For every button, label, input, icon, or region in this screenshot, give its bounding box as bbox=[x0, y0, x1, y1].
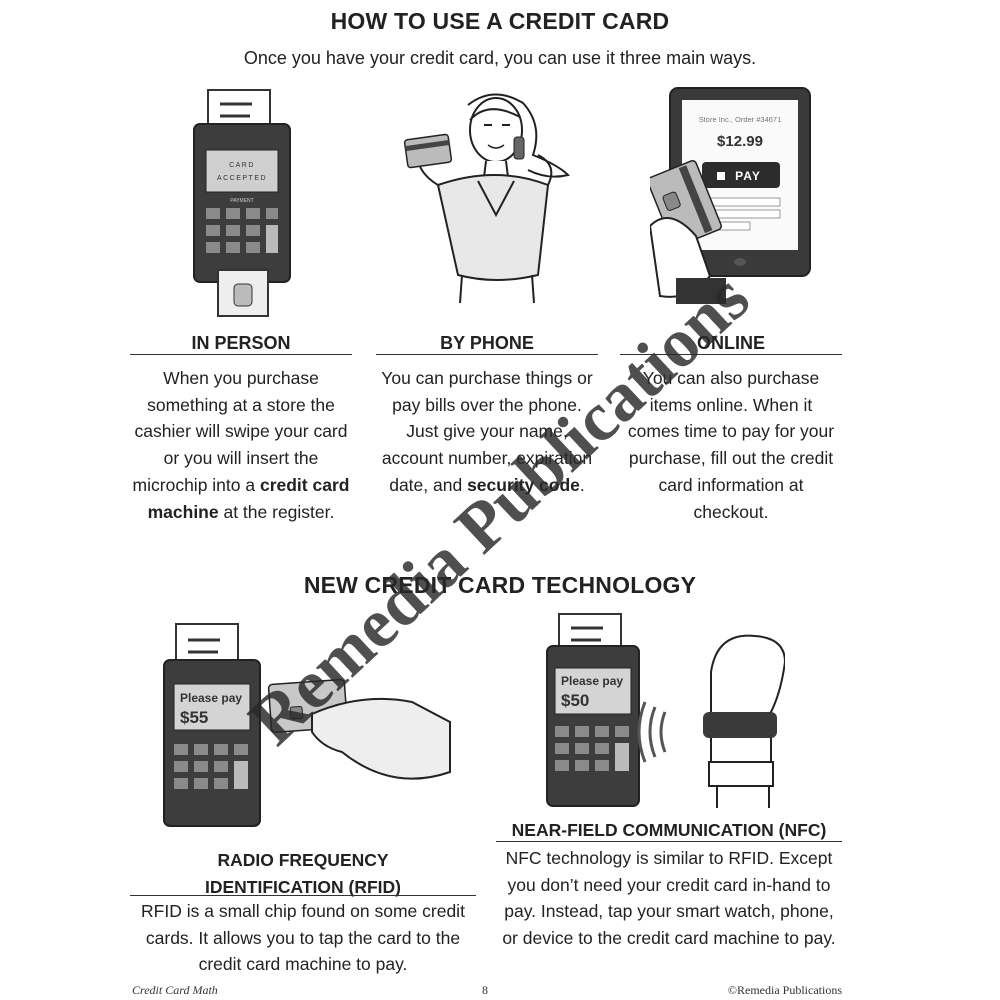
tablet-checkout-illustration: Store Inc., Order #34671 $12.99 PAY bbox=[650, 87, 811, 304]
terminal-label: PAYMENT bbox=[230, 198, 253, 204]
page-number: 8 bbox=[482, 983, 488, 997]
rfid-rule bbox=[130, 895, 476, 896]
nfc-text: NFC technology is similar to RFID. Excep… bbox=[502, 848, 836, 949]
page-subtitle: Once you have your credit card, you can … bbox=[243, 48, 757, 68]
terminal-screen-text-2: ACCEPTED bbox=[217, 175, 267, 182]
terminal-screen-text-1: CARD bbox=[229, 162, 255, 169]
nfc-terminal-illustration: Please pay $50 bbox=[546, 613, 785, 808]
rfid-terminal-illustration: Please pay $55 bbox=[163, 623, 451, 827]
rfid-text: RFID is a small chip found on some credi… bbox=[141, 901, 465, 975]
in-person-text: When you purchase something at a store t… bbox=[132, 368, 350, 522]
nfc-rule bbox=[496, 841, 842, 842]
tablet-store-text: Store Inc., Order #34671 bbox=[699, 115, 782, 124]
footer-right: ©Remedia Publications bbox=[727, 983, 842, 997]
rfid-screen-amount: $55 bbox=[180, 708, 208, 727]
nfc-heading: NEAR-FIELD COMMUNICATION (NFC) bbox=[511, 820, 827, 840]
nfc-screen-amount: $50 bbox=[561, 691, 589, 710]
rfid-heading: RADIO FREQUENCY IDENTIFICATION (RFID) bbox=[130, 847, 476, 901]
footer-left: Credit Card Math bbox=[132, 983, 218, 997]
card-terminal-illustration: CARD ACCEPTED PAYMENT bbox=[193, 89, 291, 317]
rfid-heading-line2: IDENTIFICATION (RFID) bbox=[204, 877, 402, 897]
by-phone-rule bbox=[376, 354, 598, 355]
rfid-heading-line1: RADIO FREQUENCY bbox=[217, 850, 389, 870]
woman-phone-illustration bbox=[403, 93, 570, 304]
tablet-pay-button: PAY bbox=[735, 169, 761, 183]
online-rule bbox=[620, 354, 842, 355]
nfc-screen-text: Please pay bbox=[561, 674, 623, 688]
tech-title: NEW CREDIT CARD TECHNOLOGY bbox=[303, 572, 697, 598]
page-title: HOW TO USE A CREDIT CARD bbox=[330, 8, 670, 34]
by-phone-heading: BY PHONE bbox=[440, 333, 534, 353]
rfid-screen-text: Please pay bbox=[180, 691, 242, 705]
by-phone-text: You can purchase things or pay bills ove… bbox=[381, 368, 593, 495]
tablet-price: $12.99 bbox=[717, 133, 763, 150]
in-person-heading: IN PERSON bbox=[191, 333, 291, 353]
in-person-rule bbox=[130, 354, 352, 355]
online-text: You can also purchase items online. When… bbox=[627, 368, 835, 522]
online-heading: ONLINE bbox=[696, 333, 765, 353]
